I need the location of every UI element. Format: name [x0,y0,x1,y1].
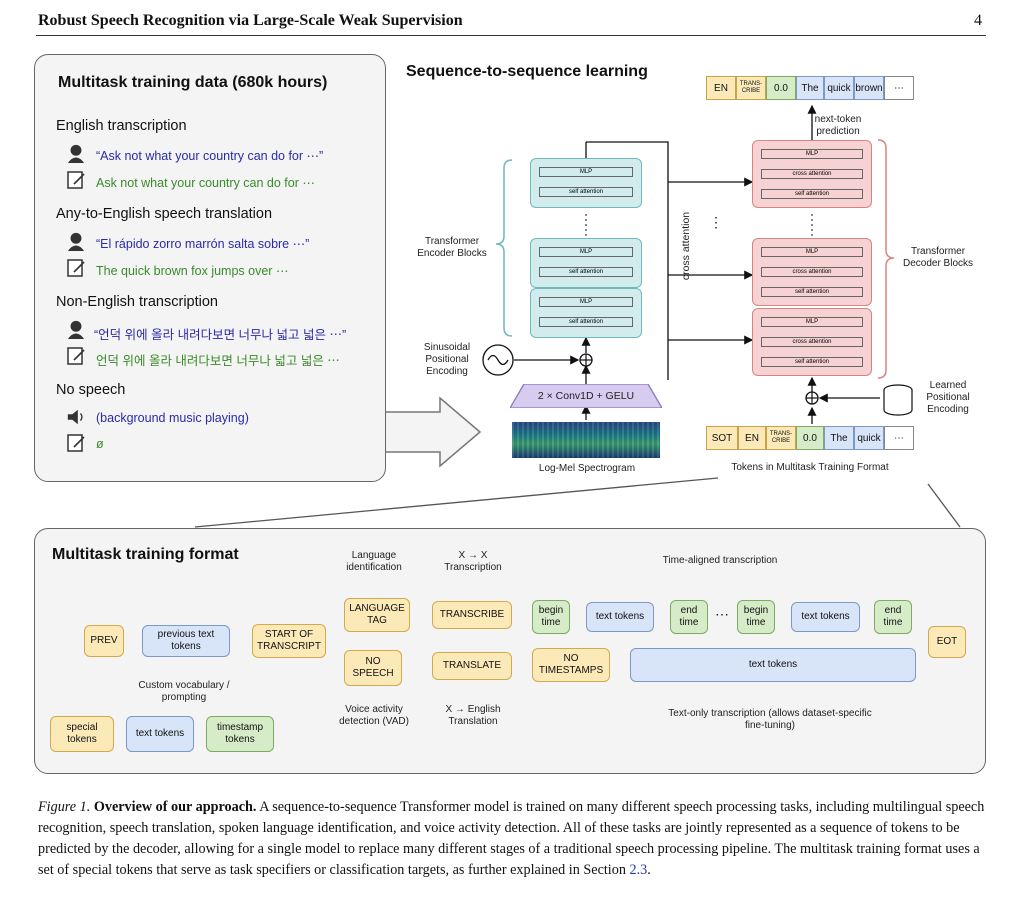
speaker-icon [67,409,83,425]
example-audio-english: “Ask not what your country can do for ⋯” [96,149,324,163]
translate-token: TRANSLATE [432,652,512,680]
spectrogram-texture [512,422,660,458]
vad-label: Voice activity detection (VAD) [339,704,409,727]
example-text-korean: 언덕 위에 올라 내려다보면 너무나 넓고 넓은 ⋯ [96,354,340,368]
input-tokens-label: Tokens in Multitask Training Format [731,462,889,473]
caption-body: A sequence-to-sequence Transformer model… [38,799,985,878]
input-token-en: EN [738,426,766,450]
end-time-token: end time [670,600,708,634]
input-token-sot: SOT [706,426,738,450]
transcript-note-icon [67,434,85,452]
no-timestamps-token: NO TIMESTAMPS [532,648,610,682]
speaker-head-icon [67,144,85,163]
example-audio-nospeech: (background music playing) [96,411,249,425]
legend-timestamp-tokens: timestamp tokens [206,716,274,752]
category-speech-translation: Any-to-English speech translation [56,206,273,222]
multitask-data-panel [34,54,386,482]
example-audio-translation: “El rápido zorro marrón salta sobre ⋯” [96,237,310,251]
output-token-transcribe: TRANS-CRIBE [736,76,766,100]
category-non-english: Non-English transcription [56,294,218,310]
output-token-en: EN [706,76,736,100]
start-of-transcript: START OF TRANSCRIPT [252,624,326,658]
decoder-blocks-label: Transformer Decoder Blocks [902,246,974,269]
speaker-head-icon [67,320,85,339]
time-aligned-label: Time-aligned transcription [662,555,778,566]
encoder-block: MLP self attention [530,158,642,208]
speaker-head-icon [67,232,85,251]
conv-block [510,384,662,408]
text-tokens-1: text tokens [586,602,654,632]
encoder-blocks-label: Transformer Encoder Blocks [417,236,487,259]
prev-token: PREV [84,625,124,657]
language-tag: LANGUAGE TAG [344,598,410,632]
decoder-block: MLP cross attention self attention [752,238,872,306]
previous-text-tokens: previous text tokens [142,625,230,657]
caption-end: . [647,862,651,878]
learned-positional-label: Learned Positional Encoding [926,380,970,415]
next-token-label: next-token prediction [814,114,862,137]
end-time-token: end time [874,600,912,634]
x-english-label: X → English Translation [445,704,501,727]
category-no-speech: No speech [56,382,126,398]
transcript-note-icon [67,259,85,277]
figure-caption: Figure 1. Overview of our approach. A se… [38,797,986,881]
sinusoidal-label: Sinusoidal Positional Encoding [423,342,471,377]
data-panel-title: Multitask training data (680k hours) [58,74,328,91]
output-token-brown: brown [854,76,884,100]
conv-label: 2 × Conv1D + GELU [537,390,635,402]
encoder-ellipsis: ⋮ [709,214,723,230]
legend-text-tokens: text tokens [126,716,194,752]
category-english-transcription: English transcription [56,118,187,134]
page-number: 4 [974,12,982,29]
cross-attention-label: cross attention [680,211,692,281]
input-token-ellipsis: ⋯ [884,426,914,450]
text-only-label: Text-only transcription (allows dataset-… [668,708,872,731]
custom-vocab-label: Custom vocabulary / prompting [138,680,230,703]
begin-time-token: begin time [532,600,570,634]
example-text-english: Ask not what your country can do for ⋯ [96,176,315,190]
input-token-transcribe: TRANS-CRIBE [766,426,796,450]
section-link[interactable]: 2.3 [629,862,648,878]
xx-transcription-label: X → X Transcription [444,550,502,573]
transcript-note-icon [67,171,85,189]
encoder-block: MLP self attention [530,288,642,338]
output-token-time: 0.0 [766,76,796,100]
encoder-block: MLP self attention [530,238,642,288]
running-header-title: Robust Speech Recognition via Large-Scal… [38,12,463,29]
timestamps-ellipsis: ⋯ [715,606,729,622]
spectrogram-label: Log-Mel Spectrogram [538,463,636,474]
example-text-nospeech: ø [96,437,104,451]
begin-time-token: begin time [737,600,775,634]
format-panel-title: Multitask training format [52,546,239,563]
example-text-translation: The quick brown fox jumps over ⋯ [96,264,289,278]
eot-token: EOT [928,626,966,658]
input-token-the: The [824,426,854,450]
legend-special-tokens: special tokens [50,716,114,752]
language-identification-label: Language identification [346,550,402,573]
transcript-note-icon [67,347,85,365]
header-rule [36,35,986,36]
example-audio-korean: “언덕 위에 올라 내려다보면 너무나 넓고 넓은 ⋯” [94,328,347,342]
caption-bold-title: Overview of our approach. [93,799,257,815]
text-tokens-long: text tokens [630,648,916,682]
no-speech-token: NO SPEECH [344,650,402,686]
caption-figure-label: Figure 1. [38,799,91,815]
decoder-block: MLP cross attention self attention [752,308,872,376]
spectrogram-image [512,422,660,458]
transcribe-token: TRANSCRIBE [432,601,512,629]
output-token-the: The [796,76,824,100]
output-token-ellipsis: ⋯ [884,76,914,100]
decoder-block: MLP cross attention self attention [752,140,872,208]
input-token-time: 0.0 [796,426,824,450]
input-token-quick: quick [854,426,884,450]
output-token-quick: quick [824,76,854,100]
text-tokens-2: text tokens [791,602,860,632]
seq2seq-title: Sequence-to-sequence learning [406,63,648,80]
